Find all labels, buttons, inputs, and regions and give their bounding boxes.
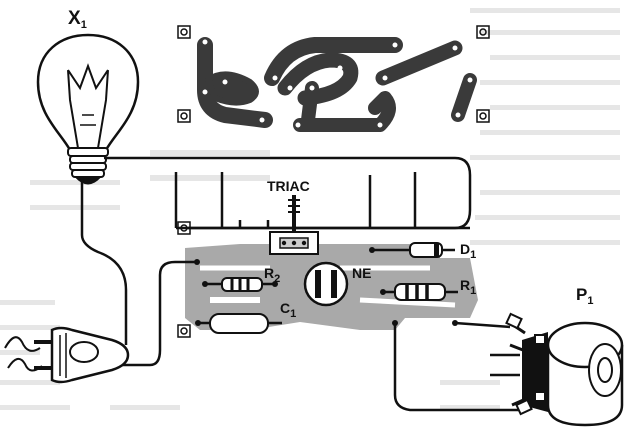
labels: X1 TRIAC D1 R2 NE R1 C1 P1 bbox=[68, 8, 593, 320]
lamp-filament bbox=[67, 63, 109, 149]
neon-label: NE bbox=[352, 265, 371, 281]
neon-lamp-ne bbox=[303, 261, 349, 307]
wiring bbox=[80, 178, 520, 412]
triac-heatsink bbox=[174, 172, 470, 230]
resistor-r2-label: R2 bbox=[264, 265, 280, 285]
lamp-x1 bbox=[36, 33, 140, 185]
pcb-light-traces bbox=[200, 265, 456, 308]
diode-label: D1 bbox=[460, 241, 476, 261]
plug-to-board-wire bbox=[122, 260, 197, 367]
lamp-base bbox=[67, 147, 109, 185]
capacitor-label: C1 bbox=[280, 300, 296, 320]
capacitor-c1 bbox=[195, 313, 282, 334]
power-plug bbox=[4, 326, 130, 384]
potentiometer-label: P1 bbox=[576, 285, 593, 307]
potentiometer-p1 bbox=[490, 312, 624, 427]
corner-mark-tr bbox=[476, 25, 490, 39]
triac-label: TRIAC bbox=[267, 178, 310, 194]
corner-mark-bl bbox=[177, 109, 191, 123]
foil-pad-holes bbox=[202, 39, 473, 128]
diode-d1 bbox=[369, 242, 455, 258]
pot-wire-lower bbox=[393, 323, 520, 412]
lamp-bulb-glass bbox=[36, 33, 140, 152]
triac-component bbox=[269, 195, 319, 255]
pot-wire-upper bbox=[454, 321, 511, 329]
lamp-label: X1 bbox=[68, 8, 87, 31]
resistor-r1 bbox=[380, 283, 458, 301]
corner-mark-br bbox=[476, 109, 490, 123]
lamp-to-plug-wire bbox=[80, 178, 128, 345]
corner-mark-lower-tl bbox=[177, 221, 191, 235]
resistor-r1-label: R1 bbox=[460, 277, 476, 297]
pcb-foil-pattern bbox=[177, 25, 490, 132]
resistor-r2 bbox=[202, 277, 278, 292]
copper-traces bbox=[197, 37, 477, 132]
background-text-bands bbox=[0, 8, 620, 410]
corner-mark-tl bbox=[177, 25, 191, 39]
corner-mark-lower-bl bbox=[177, 324, 191, 338]
